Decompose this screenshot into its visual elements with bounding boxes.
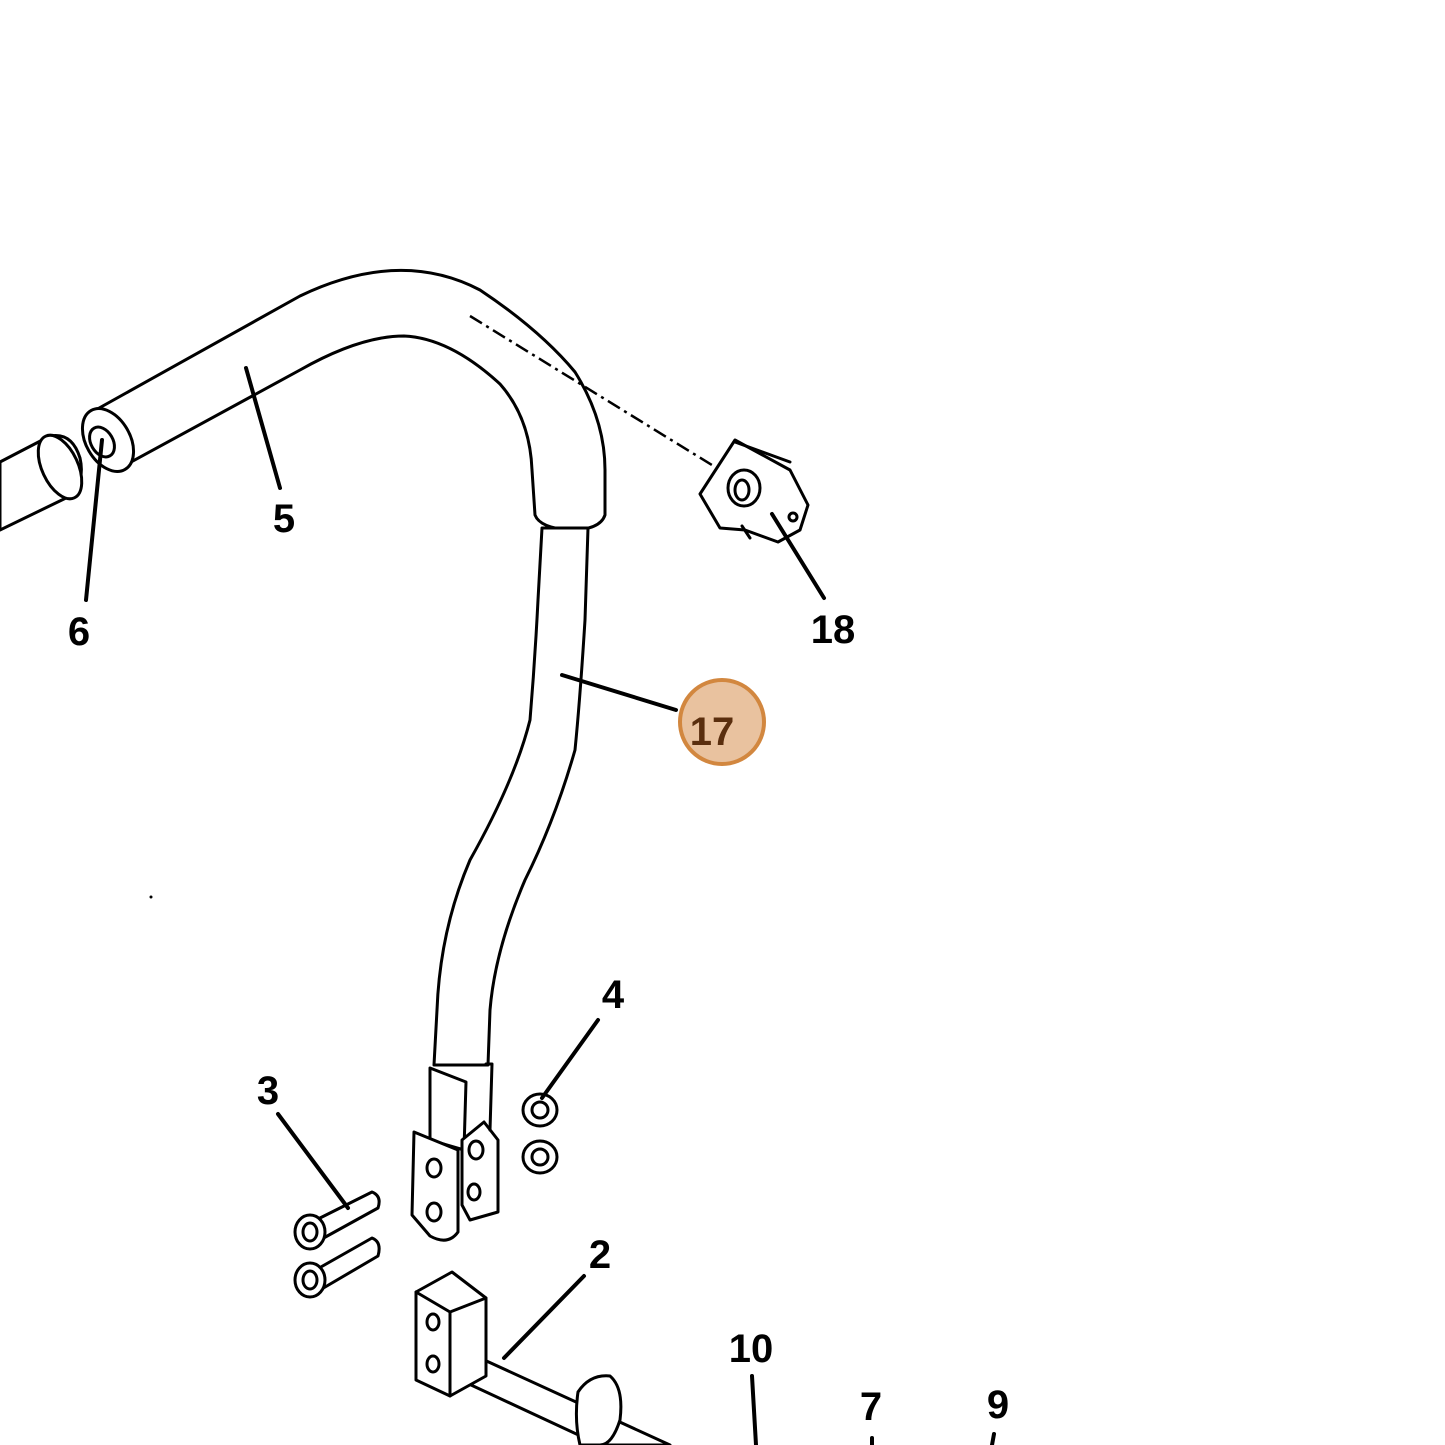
callout-9: 9 (987, 1383, 1009, 1427)
callout-17: 17 (690, 710, 735, 754)
left-shaft (0, 433, 84, 532)
callout-10: 10 (729, 1327, 774, 1371)
callout-6: 6 (68, 610, 90, 654)
clip-part-18 (698, 438, 810, 544)
callout-7: 7 (860, 1385, 882, 1429)
callout-4: 4 (602, 973, 625, 1017)
tube-part-17 (410, 526, 590, 1242)
callout-5: 5 (273, 497, 295, 541)
bracket-part-2 (414, 1270, 672, 1445)
leader-lines (84, 366, 996, 1445)
stray-dot (149, 895, 153, 899)
callout-3: 3 (257, 1069, 279, 1113)
nuts-part-4 (521, 1092, 559, 1175)
tube-part-5 (80, 269, 607, 532)
callout-2: 2 (589, 1233, 611, 1277)
callout-17-highlight (678, 678, 766, 766)
alignment-line (469, 314, 721, 472)
bolts-part-3 (293, 1190, 381, 1299)
callout-18: 18 (811, 608, 856, 652)
